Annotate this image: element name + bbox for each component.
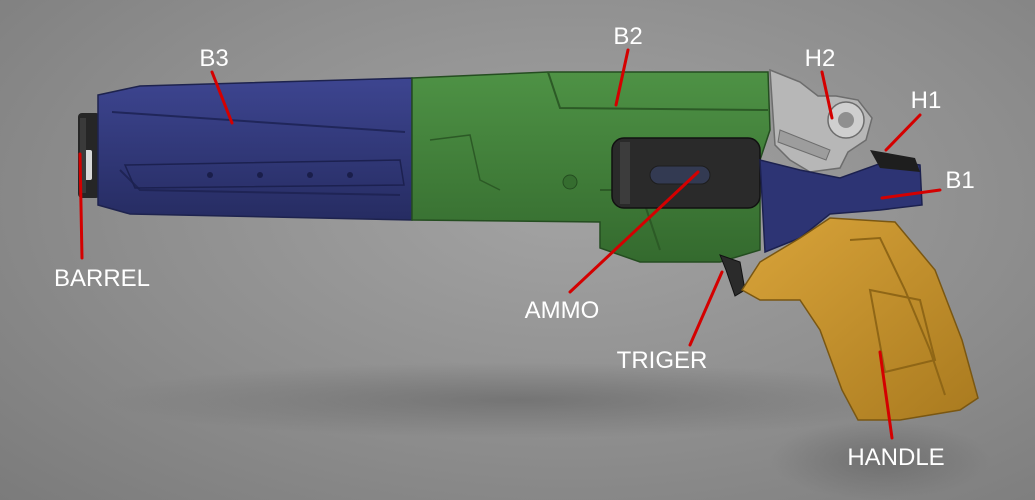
b1-part <box>759 150 923 254</box>
label-barrel: BARREL <box>54 265 150 292</box>
label-ammo: AMMO <box>525 297 600 324</box>
leader-barrel <box>78 152 84 260</box>
floor-shadow <box>100 362 940 438</box>
label-b1: B1 <box>945 167 974 194</box>
handle-part <box>740 217 979 421</box>
label-b2: B2 <box>613 23 642 50</box>
label-h2: H2 <box>805 45 836 72</box>
leader-h2 <box>820 70 834 120</box>
label-h1: H1 <box>911 87 942 114</box>
leader-handle <box>878 350 894 440</box>
leader-triger <box>688 270 724 347</box>
label-triger: TRIGER <box>617 347 708 374</box>
b2-part <box>411 71 771 263</box>
b3-part <box>97 77 413 221</box>
barrel-part <box>78 113 100 198</box>
part-labels: B3 B2 H2 H1 B1 BARREL AMMO TRIGER HANDLE <box>54 23 975 471</box>
hammer-h2-part <box>769 68 873 173</box>
leader-ammo <box>568 170 700 294</box>
leader-b3 <box>210 70 234 125</box>
leader-b1 <box>880 188 942 200</box>
trigger-part <box>719 254 746 297</box>
ammo-cylinder-part <box>611 137 761 209</box>
label-b3: B3 <box>199 45 228 72</box>
label-handle: HANDLE <box>847 444 944 471</box>
handle-shadow <box>770 420 990 500</box>
leader-h1 <box>884 113 922 152</box>
leader-lines <box>78 48 942 440</box>
leader-b2 <box>614 48 630 107</box>
